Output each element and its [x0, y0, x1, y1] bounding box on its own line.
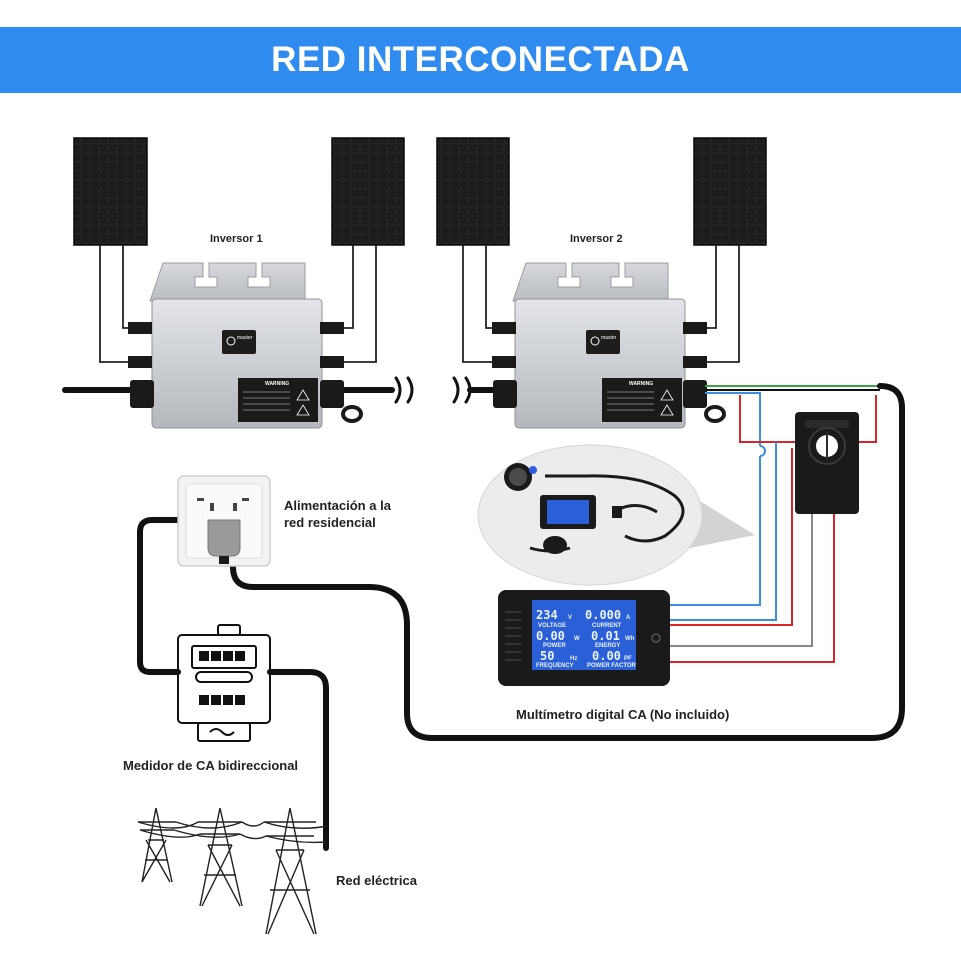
digital-multimeter: 234 V VOLTAGE 0.000 A CURRENT 0.00 W POW… — [498, 590, 670, 686]
current-clamp-sensor — [795, 412, 859, 514]
wall-socket — [177, 475, 271, 567]
lcd-current-unit: A — [626, 615, 631, 621]
lcd-current-value: 0.000 — [585, 608, 621, 622]
lcd-current-label: CURRENT — [592, 623, 622, 629]
solar-panel-3 — [436, 137, 510, 246]
solar-panel-1 — [73, 137, 148, 246]
ac-loop-cable — [137, 383, 905, 851]
accessory-inset — [477, 444, 755, 586]
inverter-1-label: Inversor 1 — [210, 233, 263, 245]
lcd-pf-unit: PF — [624, 656, 632, 662]
solar-panel-2 — [331, 137, 405, 246]
page-title: RED INTERCONECTADA — [271, 40, 690, 79]
lcd-energy-label: ENERGY — [595, 643, 620, 649]
lcd-power-value: 0.00 — [536, 629, 565, 643]
lcd-voltage-value: 234 — [536, 608, 558, 622]
meter-label: Medidor de CA bidireccional — [123, 758, 299, 773]
lcd-voltage-label: VOLTAGE — [538, 623, 566, 629]
solar-panel-4 — [693, 137, 767, 246]
lcd-energy-value: 0.01 — [591, 629, 620, 643]
lcd-power-unit: W — [574, 636, 580, 642]
inverter-1-brand: master — [237, 335, 253, 341]
inverter-2-label: Inversor 2 — [570, 233, 623, 245]
inverter-2: master WARNING — [492, 262, 726, 429]
inverter-2-brand: master — [601, 335, 617, 341]
transmission-towers — [137, 807, 329, 935]
lcd-energy-unit: Wh — [625, 636, 635, 642]
lcd-frequency-value: 50 — [540, 649, 554, 663]
grid-label: Red eléctrica — [336, 873, 417, 888]
residential-label-line1: Alimentación a la — [284, 498, 391, 513]
ac-bidirectional-meter — [177, 624, 271, 742]
inverter-1-warning: WARNING — [265, 381, 289, 387]
inverter-1: master WARNING — [128, 262, 363, 429]
residential-label-line2: red residencial — [284, 515, 376, 530]
lcd-frequency-label: FREQUENCY — [536, 663, 574, 669]
lcd-pf-label: POWER FACTOR — [587, 663, 637, 669]
lcd-power-label: POWER — [543, 643, 566, 649]
multimeter-label: Multímetro digital CA (No incluido) — [516, 707, 730, 722]
inverter-2-warning: WARNING — [629, 381, 653, 387]
lcd-frequency-unit: Hz — [570, 656, 577, 662]
lcd-pf-value: 0.00 — [592, 649, 621, 663]
ac-signal-wires — [670, 385, 880, 663]
title-banner: RED INTERCONECTADA — [0, 27, 961, 93]
lcd-voltage-unit: V — [568, 615, 572, 621]
